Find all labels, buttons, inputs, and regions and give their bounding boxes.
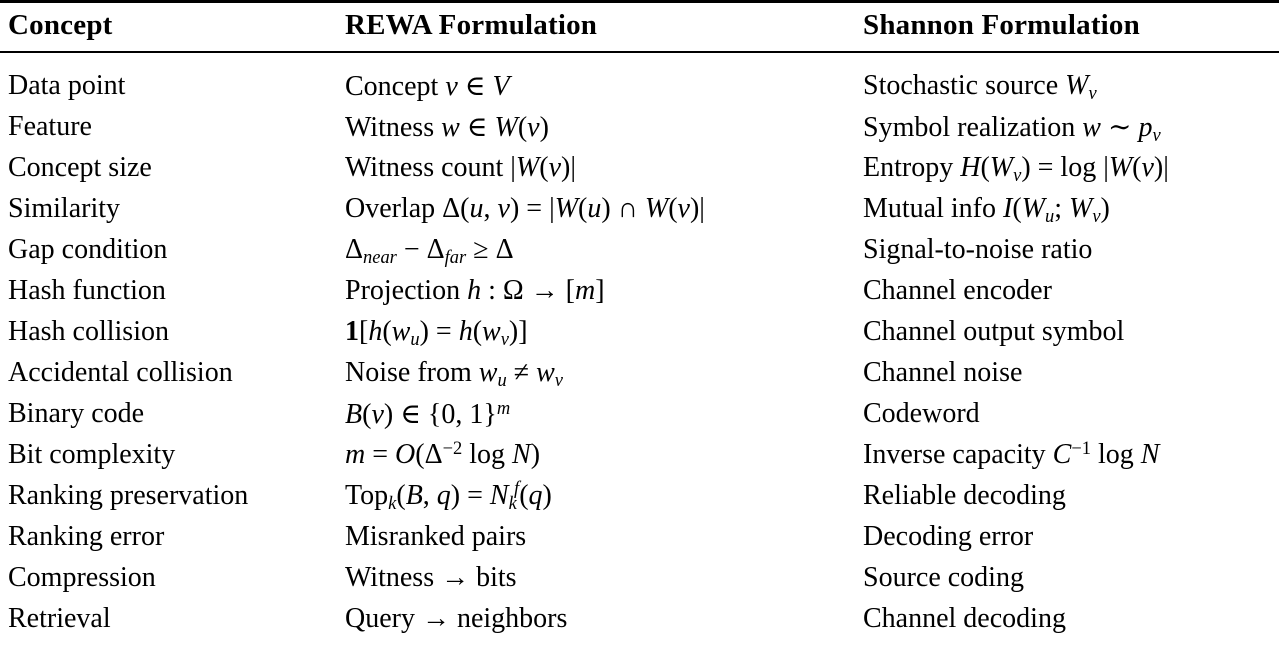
shannon-cell: Decoding error [863, 520, 1034, 552]
table-row: Binary code B(v) ∈ {0, 1}m Codeword [0, 393, 1279, 434]
shannon-cell: Signal-to-noise ratio [863, 233, 1093, 265]
concept-cell: Feature [8, 110, 92, 142]
table-row: Retrieval Query → neighbors Channel deco… [0, 598, 1279, 645]
table-row: Feature Witness w ∈ W(v) Symbol realizat… [0, 106, 1279, 147]
concept-cell: Ranking preservation [8, 479, 249, 511]
concept-cell: Compression [8, 561, 156, 593]
concept-cell: Accidental collision [8, 356, 233, 388]
concept-cell: Bit complexity [8, 438, 176, 470]
table-row: Similarity Overlap Δ(u, v) = |W(u) ∩ W(v… [0, 188, 1279, 229]
rewa-cell: Projection h : Ω → [m] [345, 274, 605, 306]
rewa-cell: Witness → bits [345, 561, 517, 593]
rewa-cell: Topk(B, q) = Nkf(q) [345, 478, 552, 513]
shannon-cell: Codeword [863, 397, 980, 429]
concept-cell: Binary code [8, 397, 145, 429]
table-header: Concept REWA Formulation Shannon Formula… [0, 1, 1279, 53]
concept-cell: Hash function [8, 274, 166, 306]
shannon-cell: Channel decoding [863, 602, 1066, 634]
concept-cell: Data point [8, 69, 126, 101]
concept-cell: Concept size [8, 151, 152, 183]
table-row: Bit complexity m = O(Δ−2 log N) Inverse … [0, 434, 1279, 475]
table-row: Hash function Projection h : Ω → [m] Cha… [0, 270, 1279, 311]
shannon-cell: Symbol realization w ∼ pv [863, 111, 1161, 145]
table-row: Compression Witness → bits Source coding [0, 557, 1279, 598]
header-rewa-formulation: REWA Formulation [345, 1, 863, 53]
concept-cell: Similarity [8, 192, 120, 224]
concept-cell: Hash collision [8, 315, 169, 347]
concept-cell: Retrieval [8, 602, 111, 634]
concept-cell: Ranking error [8, 520, 165, 552]
header-concept: Concept [0, 1, 345, 53]
table-row: Concept size Witness count |W(v)| Entrop… [0, 147, 1279, 188]
shannon-cell: Source coding [863, 561, 1024, 593]
rewa-cell: 1[h(wu) = h(wv)] [345, 315, 528, 349]
table-row: Data point Concept v ∈ V Stochastic sour… [0, 52, 1279, 106]
table-body: Data point Concept v ∈ V Stochastic sour… [0, 52, 1279, 645]
rewa-cell: Concept v ∈ V [345, 70, 510, 102]
shannon-cell: Mutual info I(Wu; Wv) [863, 192, 1110, 226]
shannon-cell: Reliable decoding [863, 479, 1066, 511]
shannon-cell: Entropy H(Wv) = log |W(v)| [863, 151, 1169, 185]
rewa-cell: Misranked pairs [345, 520, 527, 552]
rewa-cell: Witness count |W(v)| [345, 151, 576, 183]
rewa-cell: Δnear − Δfar ≥ Δ [345, 233, 514, 267]
table-row: Ranking error Misranked pairs Decoding e… [0, 516, 1279, 557]
rewa-cell: Overlap Δ(u, v) = |W(u) ∩ W(v)| [345, 192, 705, 224]
rewa-cell: Witness w ∈ W(v) [345, 111, 549, 143]
rewa-cell: B(v) ∈ {0, 1}m [345, 397, 511, 430]
header-shannon-formulation: Shannon Formulation [863, 1, 1279, 53]
rewa-cell: m = O(Δ−2 log N) [345, 437, 541, 470]
table-row: Ranking preservation Topk(B, q) = Nkf(q)… [0, 475, 1279, 516]
table-row: Hash collision 1[h(wu) = h(wv)] Channel … [0, 311, 1279, 352]
shannon-cell: Channel output symbol [863, 315, 1125, 347]
rewa-cell: Query → neighbors [345, 602, 568, 634]
shannon-cell: Inverse capacity C−1 log N [863, 437, 1160, 470]
table-row: Accidental collision Noise from wu ≠ wv … [0, 352, 1279, 393]
shannon-cell: Channel encoder [863, 274, 1052, 306]
rewa-cell: Noise from wu ≠ wv [345, 356, 563, 390]
header-row: Concept REWA Formulation Shannon Formula… [0, 1, 1279, 53]
concept-cell: Gap condition [8, 233, 168, 265]
shannon-cell: Channel noise [863, 356, 1023, 388]
shannon-cell: Stochastic source Wv [863, 69, 1097, 103]
table-row: Gap condition Δnear − Δfar ≥ Δ Signal-to… [0, 229, 1279, 270]
